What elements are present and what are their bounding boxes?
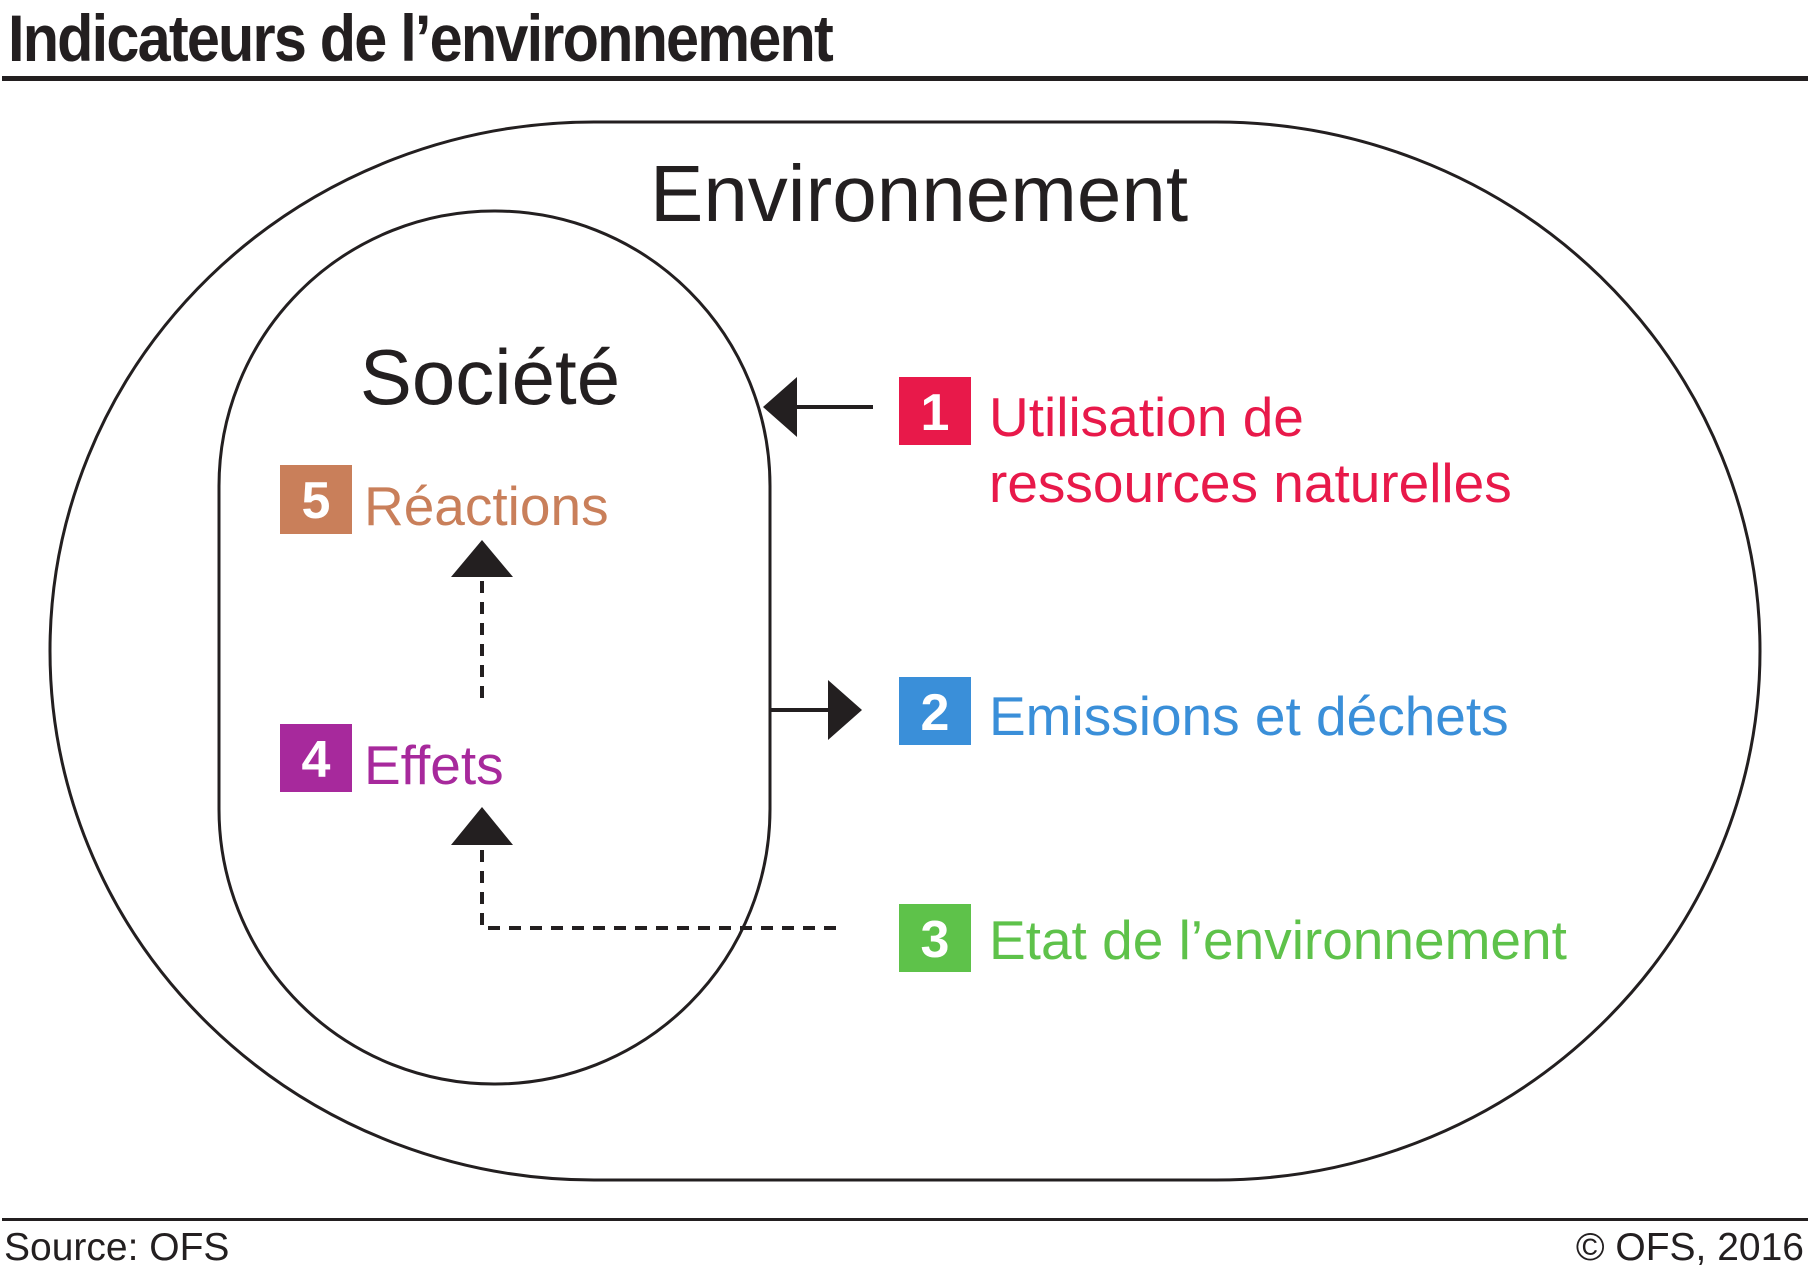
footer-divider xyxy=(2,1218,1808,1221)
source-note: Source: OFS xyxy=(4,1226,230,1269)
badge-4-number: 4 xyxy=(302,731,331,789)
indicator-5-reactions: 5 Réactions xyxy=(280,465,609,537)
badge-2-number: 2 xyxy=(921,684,950,742)
arrow-resource-use xyxy=(763,377,873,437)
badge-1 xyxy=(899,377,971,445)
environment-boundary xyxy=(48,120,1762,1182)
indicator-2-emissions: 2 Emissions et déchets xyxy=(899,677,1509,747)
title-divider xyxy=(2,76,1808,81)
arrow-emissions xyxy=(770,680,862,740)
indicator-1-line-2: ressources naturelles xyxy=(989,452,1512,514)
indicator-5-label: Réactions xyxy=(364,475,609,537)
arrow-effects-to-reactions xyxy=(451,540,513,698)
indicator-1-line-1: Utilisation de xyxy=(989,386,1304,448)
indicator-3-label: Etat de l’environnement xyxy=(989,909,1567,971)
indicator-2-label: Emissions et déchets xyxy=(989,685,1509,747)
badge-5 xyxy=(280,465,352,534)
indicator-4-effects: 4 Effets xyxy=(280,724,504,796)
badge-1-number: 1 xyxy=(921,384,950,442)
society-boundary xyxy=(217,209,772,1086)
arrow-state-to-effects xyxy=(451,807,836,930)
badge-5-number: 5 xyxy=(302,472,331,530)
society-label: Société xyxy=(360,333,620,421)
badge-3-number: 3 xyxy=(921,911,950,969)
badge-3 xyxy=(899,904,971,972)
environment-label: Environnement xyxy=(650,149,1188,238)
page-title: Indicateurs de l’environnement xyxy=(8,1,834,75)
badge-4 xyxy=(280,724,352,792)
indicator-1-resource-use: 1 Utilisation de ressources naturelles xyxy=(899,377,1512,514)
indicator-3-state: 3 Etat de l’environnement xyxy=(899,904,1567,972)
badge-2 xyxy=(899,677,971,745)
indicator-4-label: Effets xyxy=(364,734,504,796)
copyright-note: © OFS, 2016 xyxy=(1575,1226,1804,1269)
